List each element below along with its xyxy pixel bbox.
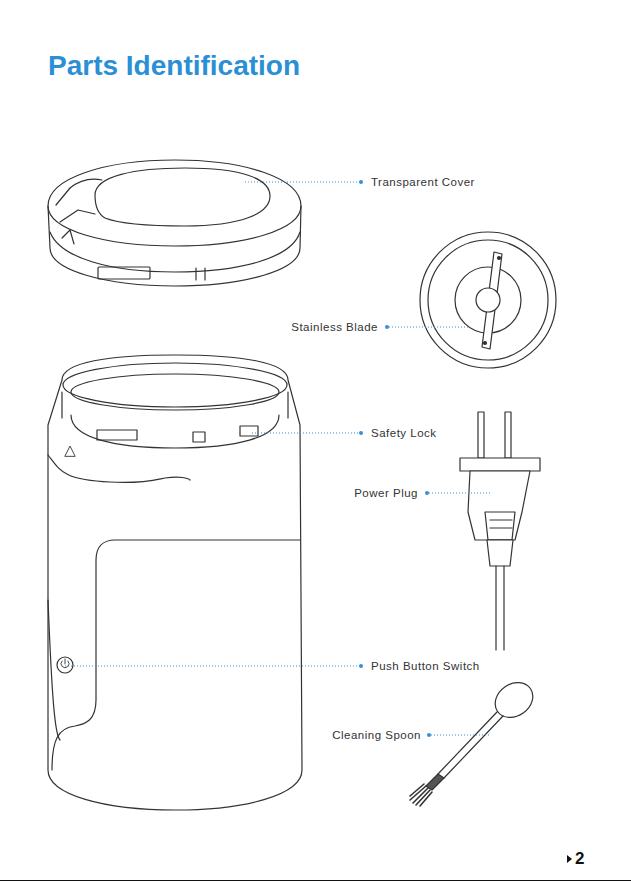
transparent-cover-drawing: [48, 160, 301, 286]
page-title: Parts Identification: [48, 50, 300, 82]
stainless-blade-drawing: [420, 232, 556, 368]
part-label: Safety Lock: [371, 427, 437, 439]
part-label: Cleaning Spoon: [332, 729, 421, 741]
page-marker: [567, 855, 572, 863]
part-label: Stainless Blade: [291, 321, 378, 333]
part-label: Transparent Cover: [371, 176, 475, 188]
brush-bristles: [410, 784, 432, 806]
leader-dots: [359, 180, 431, 737]
part-label: Power Plug: [354, 487, 418, 499]
footer-rule: [0, 880, 631, 881]
cleaning-spoon-drawing: [426, 675, 540, 790]
page-number: 2: [575, 849, 584, 869]
power-plug-drawing: [460, 412, 540, 650]
part-label: Push Button Switch: [371, 660, 480, 672]
leader-lines: [65, 182, 490, 735]
grinder-body-drawing: [48, 355, 302, 810]
